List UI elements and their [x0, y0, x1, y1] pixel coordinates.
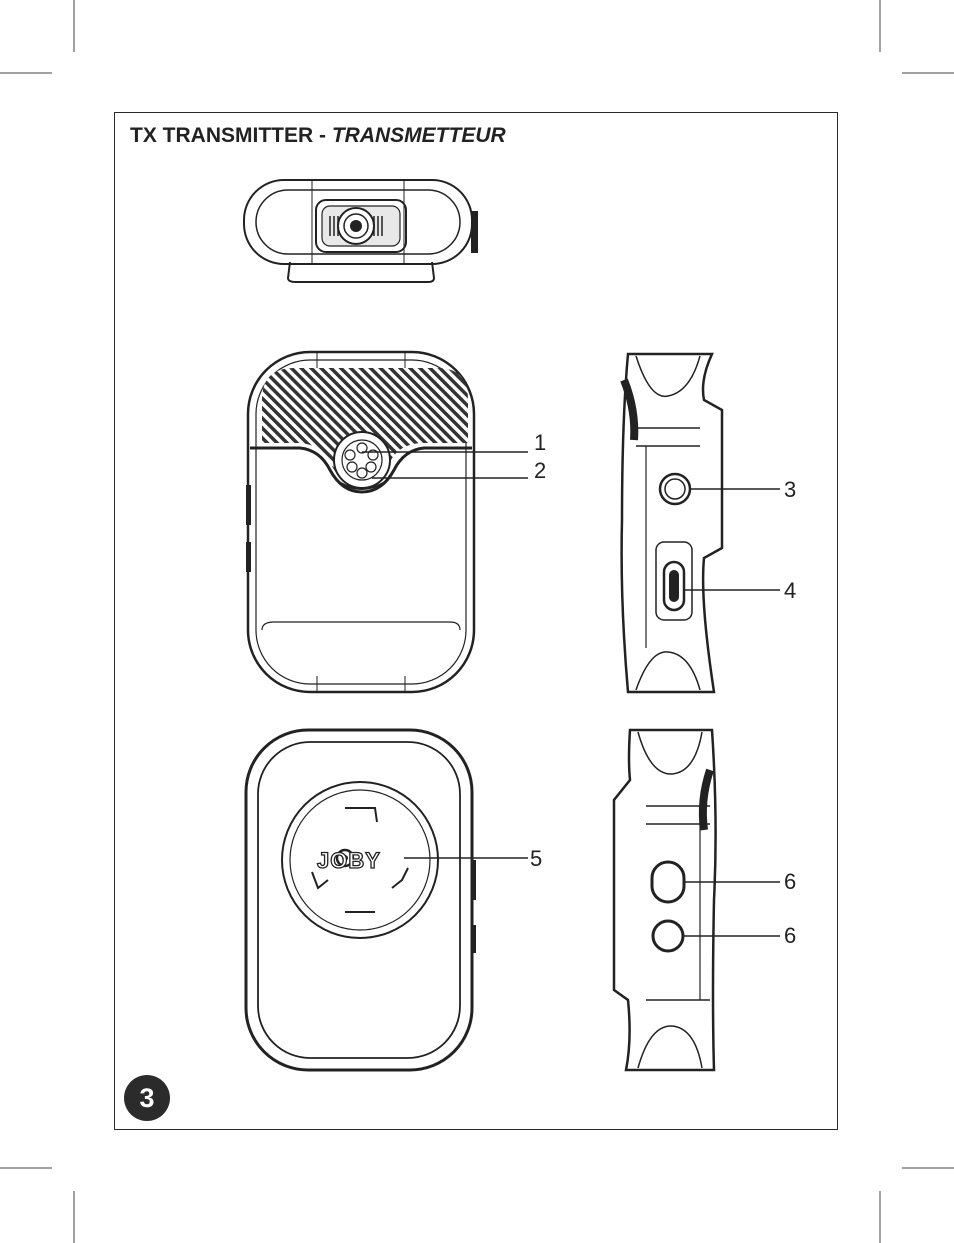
callout-5: 5: [530, 846, 542, 872]
callout-2: 2: [534, 458, 546, 484]
callout-3: 3: [784, 477, 796, 503]
joby-logo: JOBY: [317, 848, 381, 873]
callout-6a: 6: [784, 869, 796, 895]
callout-1: 1: [534, 430, 546, 456]
callout-6b: 6: [784, 923, 796, 949]
side-view-buttons: [614, 730, 716, 1070]
side-view-ports: [622, 354, 722, 692]
front-view: [246, 352, 474, 692]
top-view: [244, 180, 477, 282]
page-number-badge: 3: [124, 1075, 170, 1121]
back-view: [246, 730, 476, 1070]
callout-4: 4: [784, 578, 796, 604]
